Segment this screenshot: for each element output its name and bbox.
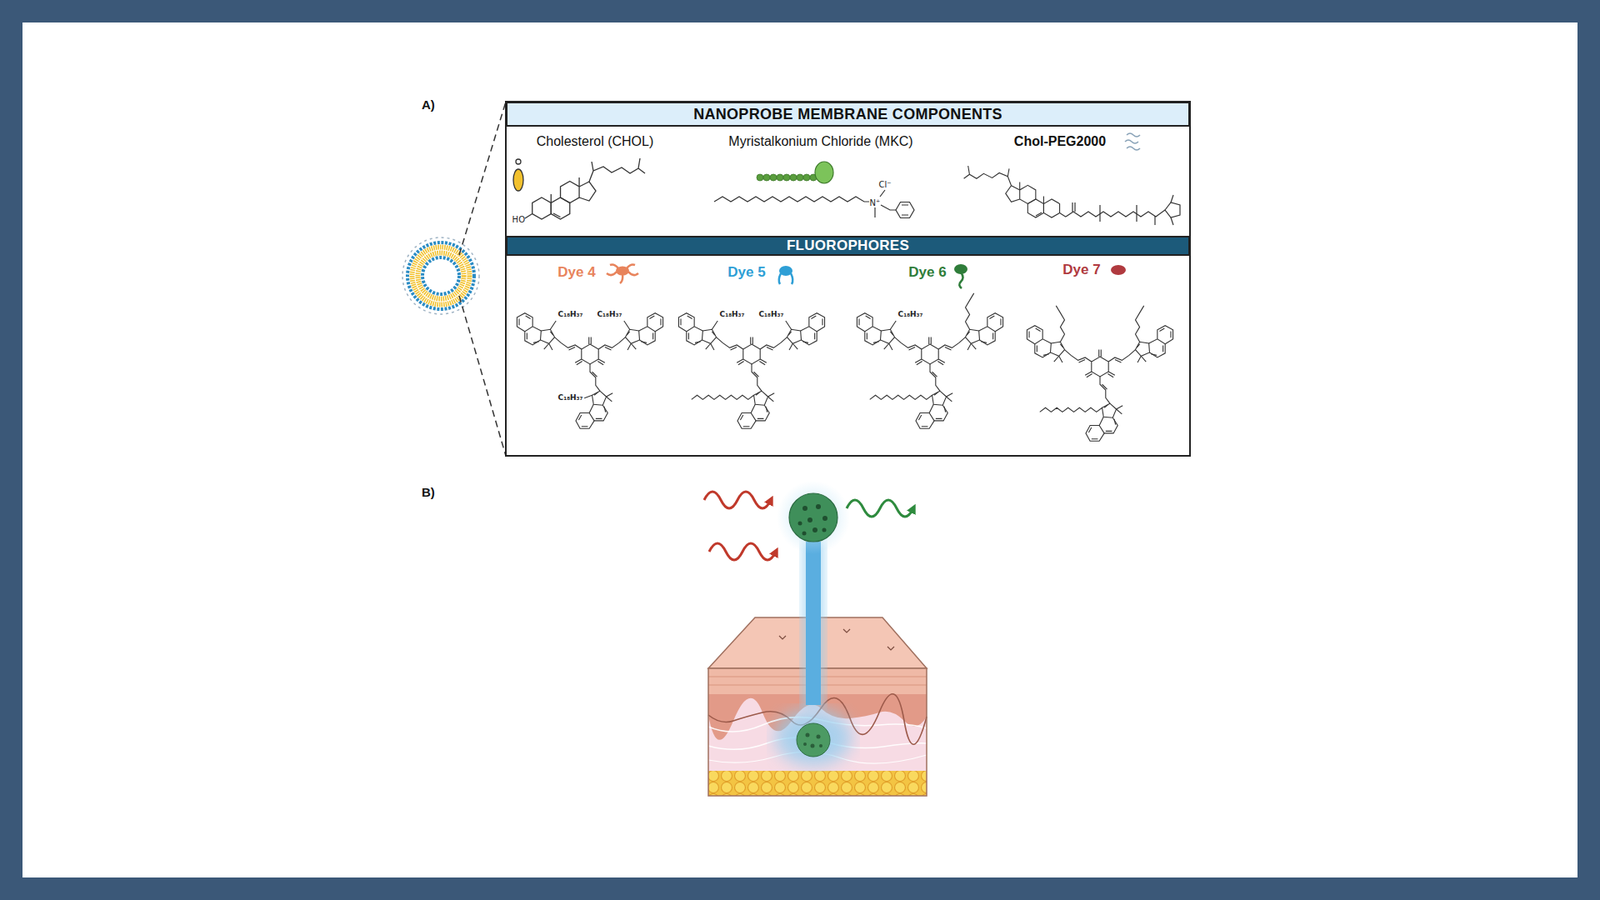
component-name: Cholesterol (CHOL) <box>536 134 654 150</box>
excitation-wave <box>709 543 776 560</box>
dye-7-icon <box>1110 265 1126 275</box>
nanoprobe-in-skin <box>796 723 830 757</box>
mkc-structure <box>714 190 915 219</box>
dye-4-structure <box>516 313 663 430</box>
peg-chain <box>965 293 975 330</box>
nanoprobe-vesicle <box>402 237 480 315</box>
peg-chain <box>1135 305 1145 342</box>
dye-6-icon <box>954 264 968 289</box>
component-name: Chol-PEG2000 <box>1014 134 1106 150</box>
emission-wave <box>846 500 914 517</box>
panel-label: B) <box>421 485 435 500</box>
peg-icon <box>1125 133 1140 150</box>
benzyl-bonds <box>901 205 909 215</box>
band-title: FLUOROPHORES <box>786 237 910 255</box>
dye-5-structure <box>678 313 825 430</box>
alkyl-chain <box>714 196 870 202</box>
chol-peg-steroid <box>964 165 1066 218</box>
peg-chain <box>691 395 755 400</box>
inner-headgroups <box>422 257 460 295</box>
atom-label: Cl⁻ <box>878 180 891 190</box>
alkyl-group-label: C₁₈H₃₇ <box>720 310 745 320</box>
nanoprobe-particle <box>789 493 838 542</box>
alkyl-bond <box>890 320 896 330</box>
nhs-carbonyl <box>1170 195 1174 225</box>
panel-frame <box>505 101 1190 456</box>
zoom-line <box>459 101 506 456</box>
inner-tails <box>418 253 465 300</box>
alkyl-group-label: C₁₈H₃₇ <box>558 310 584 320</box>
dye-name: Dye 4 <box>557 265 595 281</box>
section-header-band: NANOPROBE MEMBRANE COMPONENTS <box>505 101 1190 127</box>
cholesterol-icon <box>513 169 524 191</box>
cholesterol-icon-head <box>515 159 521 165</box>
hair-mark <box>779 629 895 660</box>
page-background <box>22 22 1578 878</box>
dye-name: Dye 7 <box>1062 262 1100 279</box>
cholesterol-structure <box>525 158 645 220</box>
alkyl-bond <box>711 320 791 330</box>
nhs-ring <box>1165 202 1180 218</box>
alkyl-bond <box>550 320 630 399</box>
outer-headgroups <box>407 242 475 310</box>
peg-chain <box>1040 407 1103 412</box>
dye-6-structure <box>856 293 1003 429</box>
outer-tails <box>412 247 470 305</box>
alkyl-group-label: C₁₈H₃₇ <box>759 310 785 320</box>
particle-halo <box>776 480 850 555</box>
excitation-wave <box>704 491 771 509</box>
light-glow <box>775 709 852 766</box>
panel-label: A) <box>421 98 435 113</box>
carbonyl-and-brackets <box>1072 202 1155 225</box>
dye-name: Dye 6 <box>908 265 946 281</box>
mkc-icon <box>756 161 834 184</box>
section-header-band: FLUOROPHORES <box>505 235 1190 256</box>
peg-corona <box>402 237 480 315</box>
dye-5-icon <box>779 265 794 285</box>
atom-label: HO <box>512 215 525 225</box>
component-name: Myristalkonium Chloride (MKC) <box>728 134 913 150</box>
alkyl-group-label: C₁₈H₃₇ <box>597 310 623 320</box>
peg-chain <box>1055 305 1065 342</box>
beam-glow <box>801 541 825 709</box>
light-beam <box>805 541 821 705</box>
peg-chain <box>1065 210 1165 217</box>
subcutaneous-fat <box>708 770 927 796</box>
alkyl-group-label: C₁₈H₃₇ <box>898 310 924 320</box>
dye-4-icon <box>606 265 639 285</box>
band-title: NANOPROBE MEMBRANE COMPONENTS <box>693 105 1003 124</box>
dye-name: Dye 5 <box>727 265 765 281</box>
dye-7-structure <box>1026 305 1173 441</box>
chol-peg-linker <box>1065 195 1180 225</box>
benzyl-ring <box>895 202 915 219</box>
atom-label: N⁺ <box>870 198 881 208</box>
alkyl-group-label: C₁₈H₃₇ <box>558 394 584 403</box>
peg-chain <box>870 395 933 400</box>
